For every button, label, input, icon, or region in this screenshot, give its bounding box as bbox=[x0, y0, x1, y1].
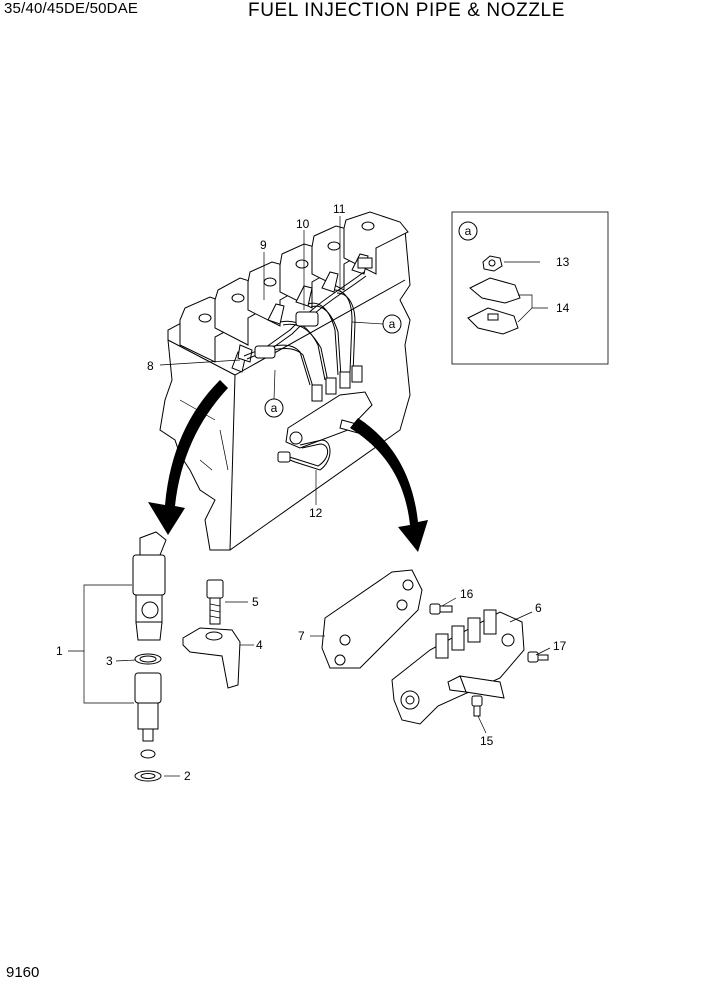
cylinder-heads bbox=[179, 211, 409, 363]
callout-4: 4 bbox=[256, 638, 263, 652]
clamp-bolt bbox=[206, 579, 224, 625]
callout-12: 12 bbox=[309, 506, 323, 520]
arrow-to-distributor bbox=[350, 418, 428, 552]
callout-6: 6 bbox=[535, 601, 542, 615]
fitting-17 bbox=[527, 651, 549, 663]
callout-10: 10 bbox=[296, 217, 310, 231]
callout-labels: 1 2 3 4 5 6 7 8 9 10 11 12 13 14 15 16 1… bbox=[56, 202, 570, 783]
leader-lines bbox=[115, 216, 551, 777]
callout-8: 8 bbox=[147, 359, 154, 373]
arrow-to-nozzle bbox=[148, 380, 228, 535]
callout-2: 2 bbox=[184, 769, 191, 783]
page-number: 9160 bbox=[6, 964, 40, 981]
fitting-15 bbox=[471, 695, 483, 717]
callout-7: 7 bbox=[298, 629, 305, 643]
detail-view-label: a bbox=[465, 224, 472, 238]
return-pipe bbox=[284, 439, 331, 471]
nozzle-assembly bbox=[132, 531, 167, 782]
fitting-16 bbox=[429, 603, 453, 615]
callout-14: 14 bbox=[556, 301, 570, 315]
fuel-distributor bbox=[285, 365, 373, 449]
injection-pipes bbox=[243, 271, 367, 388]
callout-5: 5 bbox=[252, 595, 259, 609]
callout-13: 13 bbox=[556, 255, 570, 269]
model-label: 35/40/45DE/50DAE bbox=[4, 0, 139, 17]
callout-1: 1 bbox=[56, 644, 63, 658]
callout-3: 3 bbox=[106, 654, 113, 668]
svg-text:a: a bbox=[389, 317, 396, 331]
page-title: FUEL INJECTION PIPE & NOZZLE bbox=[248, 0, 565, 21]
callout-9: 9 bbox=[260, 238, 267, 252]
detail-view-a: a bbox=[451, 211, 609, 365]
engine-block bbox=[159, 211, 411, 551]
fuel-distributor-detail bbox=[391, 609, 525, 725]
pump-bracket bbox=[321, 569, 423, 669]
svg-text:a: a bbox=[271, 401, 278, 415]
ref-marker-upper: a bbox=[351, 314, 402, 334]
injector-clamp bbox=[182, 627, 241, 689]
callout-15: 15 bbox=[480, 734, 494, 748]
callout-11: 11 bbox=[333, 202, 346, 216]
callout-16: 16 bbox=[460, 587, 474, 601]
ref-marker-lower: a bbox=[264, 369, 284, 418]
callout-17: 17 bbox=[553, 639, 567, 653]
